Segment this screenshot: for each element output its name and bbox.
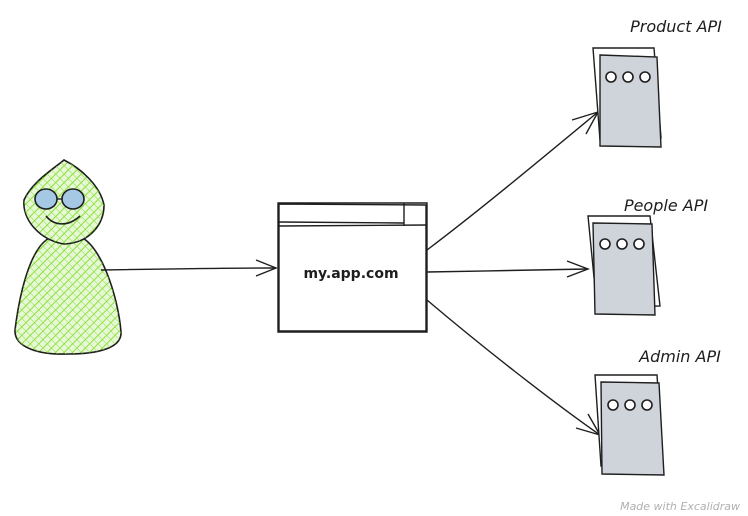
arrow-app-to-admin-api (426, 299, 602, 437)
people-api-label: People API (624, 196, 708, 215)
user-left-eye (34, 188, 58, 210)
product-api-label: Product API (630, 17, 722, 36)
admin-api-label: Admin API (638, 347, 721, 366)
browser-window-icon (277, 202, 428, 333)
web-app-label: my.app.com (303, 266, 398, 282)
user-right-eye (61, 188, 85, 210)
excalidraw-watermark: Made with Excalidraw (620, 500, 740, 513)
arrow-app-to-people-api (426, 260, 590, 278)
user-avatar-icon (14, 159, 122, 355)
user-smile (45, 215, 81, 225)
arrow-user-to-app (100, 259, 278, 277)
server-icon (587, 215, 661, 316)
server-icon (592, 47, 662, 148)
server-icon (594, 374, 665, 476)
arrow-app-to-product-api (426, 110, 600, 251)
